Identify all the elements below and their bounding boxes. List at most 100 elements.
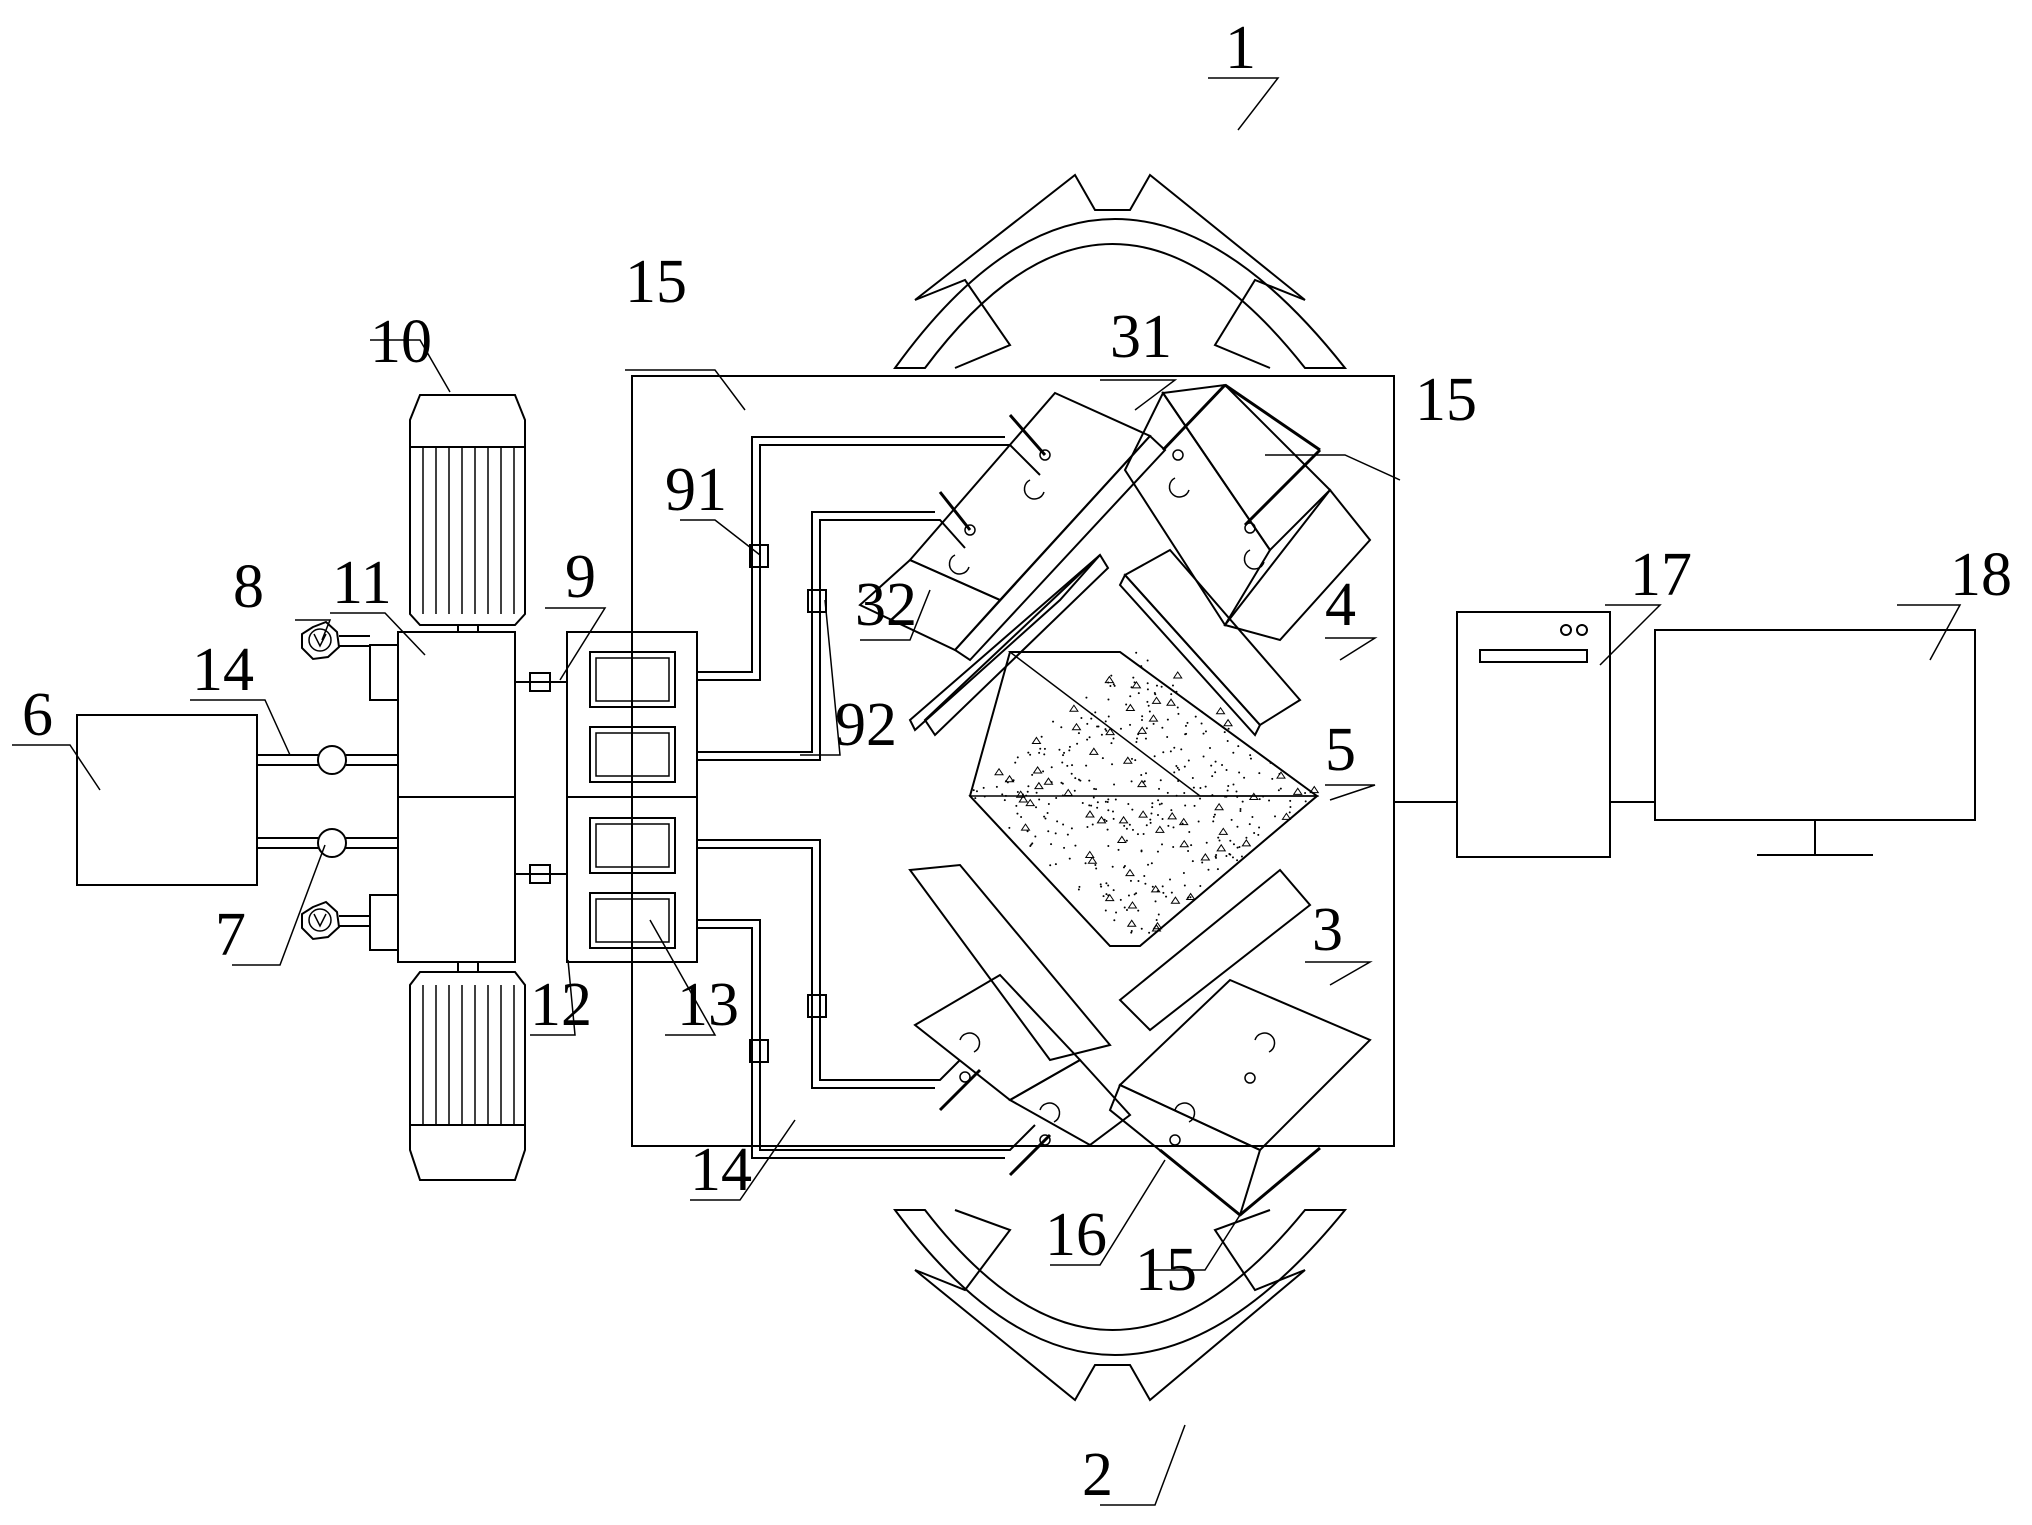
aggregate-dot <box>1229 840 1231 842</box>
aggregate-dot <box>1170 750 1172 752</box>
aggregate-dot <box>1221 764 1223 766</box>
aggregate-dot <box>1199 787 1201 789</box>
aggregate-dot <box>1027 785 1029 787</box>
aggregate-dot <box>1161 803 1163 805</box>
aggregate-dot <box>1129 824 1131 826</box>
label-2: 2 <box>1082 1441 1113 1509</box>
aggregate-dot <box>1063 752 1065 754</box>
aggregate-dot <box>1135 652 1137 654</box>
aggregate-dot <box>1128 894 1130 896</box>
aggregate-dot <box>1085 862 1087 864</box>
aggregate-dot <box>1304 792 1306 794</box>
aggregate-dot <box>1189 896 1191 898</box>
aggregate-dot <box>1206 842 1208 844</box>
aggregate-dot <box>1224 731 1226 733</box>
aggregate-dot <box>1085 765 1087 767</box>
label-14a: 14 <box>192 636 254 704</box>
aggregate-dot <box>1141 928 1143 930</box>
aggregate-dot <box>1167 825 1169 827</box>
aggregate-dot <box>1145 738 1147 740</box>
aggregate-dot <box>1227 785 1229 787</box>
aggregate-dot <box>1041 736 1043 738</box>
aggregate-dot <box>1258 772 1260 774</box>
aggregate-dot <box>1078 886 1080 888</box>
aggregate-dot <box>1192 777 1194 779</box>
aggregate-dot <box>1249 754 1251 756</box>
aggregate-dot <box>1203 755 1205 757</box>
aggregate-dot <box>1141 719 1143 721</box>
aggregate-dot <box>1132 829 1134 831</box>
aggregate-dot <box>1180 748 1182 750</box>
aggregate-dot <box>1137 910 1139 912</box>
label-6: 6 <box>22 681 53 749</box>
aggregate-dot <box>1015 805 1017 807</box>
aggregate-dot <box>1108 716 1110 718</box>
aggregate-dot <box>1211 794 1213 796</box>
aggregate-dot <box>1102 757 1104 759</box>
aggregate-dot <box>1109 685 1111 687</box>
aggregate-dot <box>1001 793 1003 795</box>
aggregate-dot <box>1225 796 1227 798</box>
aggregate-dot <box>1093 788 1095 790</box>
aggregate-dot <box>1017 791 1019 793</box>
aggregate-dot <box>1088 780 1090 782</box>
aggregate-dot <box>1207 869 1209 871</box>
aggregate-dot <box>1199 798 1201 800</box>
aggregate-dot <box>1167 792 1169 794</box>
label-1: 1 <box>1225 14 1256 82</box>
aggregate-dot <box>1113 889 1115 891</box>
aggregate-dot <box>1060 782 1062 784</box>
aggregate-dot <box>1215 761 1217 763</box>
aggregate-dot <box>1150 813 1152 815</box>
aggregate-dot <box>1149 710 1151 712</box>
pump-unit <box>370 632 567 962</box>
aggregate-dot <box>1176 795 1178 797</box>
aggregate-dot <box>1105 801 1107 803</box>
aggregate-dot <box>1069 858 1071 860</box>
aggregate-dot <box>1005 780 1007 782</box>
label-4: 4 <box>1325 571 1356 639</box>
aggregate-dot <box>1198 820 1200 822</box>
aggregate-dot <box>1016 813 1018 815</box>
aggregate-dot <box>1126 840 1128 842</box>
aggregate-dot <box>1144 883 1146 885</box>
aggregate-dot <box>1268 800 1270 802</box>
aggregate-dot <box>1157 799 1159 801</box>
aggregate-dot <box>1203 733 1205 735</box>
aggregate-dot <box>1177 706 1179 708</box>
aggregate-dot <box>1157 890 1159 892</box>
aggregate-dot <box>1175 765 1177 767</box>
aggregate-dot <box>1134 681 1136 683</box>
aggregate-dot <box>1031 774 1033 776</box>
aggregate-dot <box>1172 846 1174 848</box>
aggregate-dot <box>1187 850 1189 852</box>
aggregate-dot <box>1190 844 1192 846</box>
aggregate-dot <box>1239 810 1241 812</box>
aggregate-dot <box>1172 684 1174 686</box>
aggregate-dot <box>1172 826 1174 828</box>
aggregate-dot <box>1104 728 1106 730</box>
aggregate-dot <box>1154 755 1156 757</box>
aggregate-dot <box>1195 716 1197 718</box>
aggregate-dot <box>1280 788 1282 790</box>
aggregate-dot <box>1158 913 1160 915</box>
aggregate-dot <box>1034 835 1036 837</box>
aggregate-dot <box>1185 733 1187 735</box>
aggregate-dot <box>1044 818 1046 820</box>
aggregate-dot <box>1095 788 1097 790</box>
aggregate-dot <box>1137 733 1139 735</box>
aggregate-dot <box>1199 885 1201 887</box>
aggregate-dot <box>1188 759 1190 761</box>
aggregate-dot <box>1144 780 1146 782</box>
aggregate-dot <box>1115 798 1117 800</box>
aggregate-dot <box>1043 753 1045 755</box>
aggregate-dot <box>1166 736 1168 738</box>
aggregate-dot <box>1278 789 1280 791</box>
aggregate-dot <box>1107 845 1109 847</box>
aggregate-dot <box>1141 850 1143 852</box>
label-18: 18 <box>1950 541 2012 609</box>
label-15b: 15 <box>1415 366 1477 434</box>
aggregate-dot <box>1038 798 1040 800</box>
aggregate-dot <box>1047 812 1049 814</box>
aggregate-dot <box>1177 780 1179 782</box>
